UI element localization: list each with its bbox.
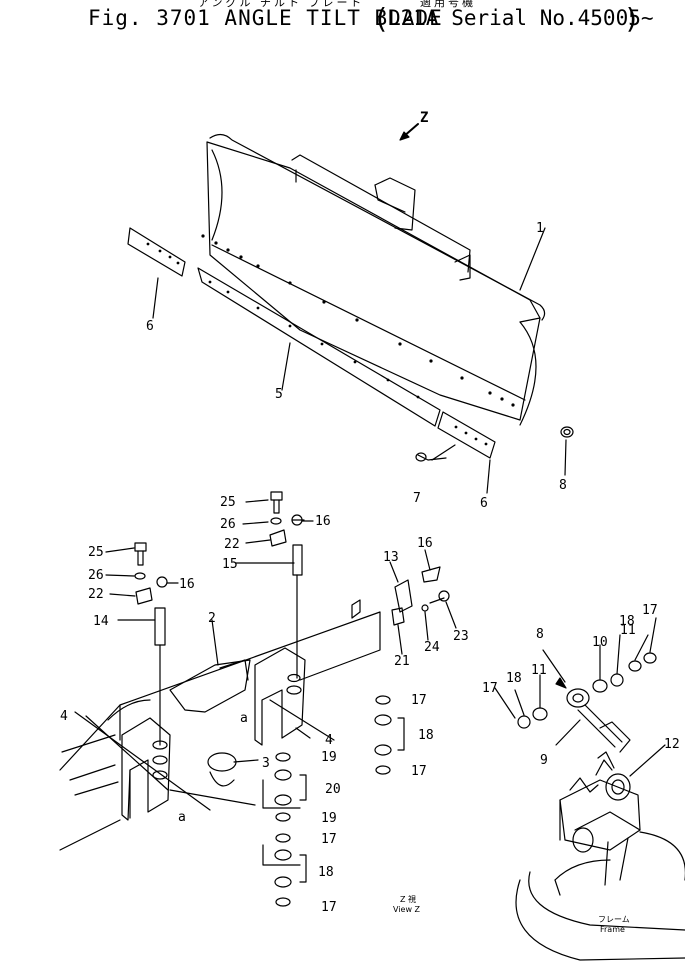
callout-18-d: 18 [619, 614, 635, 629]
callout-26-upper: 26 [220, 517, 236, 532]
callout-labels: 1 2 3 4 4 5 6 6 7 8 8 9 10 11 11 12 13 1… [60, 110, 680, 915]
frame-caption-en: Frame [600, 925, 625, 934]
callout-19-b: 19 [321, 811, 337, 826]
callout-25-lower: 25 [88, 545, 104, 560]
callout-7: 7 [413, 491, 421, 506]
callout-22-upper: 22 [224, 537, 240, 552]
callout-25-upper: 25 [220, 495, 236, 510]
callout-17-c: 17 [321, 832, 337, 847]
left-paren: ( [376, 2, 387, 35]
callout-23: 23 [453, 629, 469, 644]
view-z-arrow [399, 123, 419, 141]
callout-15: 15 [222, 557, 238, 572]
callout-18-b: 18 [318, 865, 334, 880]
view-z-caption-en: View Z [393, 905, 421, 914]
right-paren: ) [626, 2, 637, 35]
callout-6-left: 6 [146, 319, 154, 334]
katakana-title: アングル チルト ブレード [198, 0, 365, 9]
callout-24: 24 [424, 640, 440, 655]
callout-a-2: a [178, 810, 186, 825]
blade-assembly [127, 133, 574, 494]
view-z-caption-jp: Z 視 [400, 895, 416, 904]
view-z-letter: Z [420, 110, 428, 126]
callout-1: 1 [536, 221, 544, 236]
callout-18-c: 18 [506, 671, 522, 686]
applicable-machine-label: 適用号機 [420, 0, 476, 9]
callout-12: 12 [664, 737, 680, 752]
callout-9: 9 [540, 753, 548, 768]
captions: Z 視 View Z フレーム Frame [393, 895, 630, 934]
callout-11-lower: 11 [531, 663, 547, 678]
callout-2: 2 [208, 611, 216, 626]
callout-16-upper: 16 [315, 514, 331, 529]
callout-18-a: 18 [418, 728, 434, 743]
callout-17-f: 17 [642, 603, 658, 618]
callout-14: 14 [93, 614, 109, 629]
figure-header: アングル チルト ブレード 適用号機 Fig. 3701 ANGLE TILT … [0, 0, 685, 40]
frame-bracket-assembly [59, 491, 457, 907]
callout-22-lower: 22 [88, 587, 104, 602]
callout-4-right: 4 [325, 733, 333, 748]
callout-8: 8 [559, 478, 567, 493]
callout-13: 13 [383, 550, 399, 565]
callout-20: 20 [325, 782, 341, 797]
serial-range: D21A Serial No.45005∼ [388, 6, 654, 30]
callout-17-b: 17 [411, 764, 427, 779]
callout-10: 10 [592, 635, 608, 650]
tilt-link-assembly [494, 617, 685, 961]
callout-16-right: 16 [417, 536, 433, 551]
callout-26-lower: 26 [88, 568, 104, 583]
callout-8-link: 8 [536, 627, 544, 642]
callout-4-left: 4 [60, 709, 68, 724]
frame-caption-jp: フレーム [598, 915, 630, 924]
callout-11-upper: 11 [620, 623, 636, 638]
callout-21: 21 [394, 654, 410, 669]
callout-a-1: a [240, 711, 248, 726]
callout-19-a: 19 [321, 750, 337, 765]
callout-6-right: 6 [480, 496, 488, 511]
callout-17-d: 17 [321, 900, 337, 915]
callout-3: 3 [262, 756, 270, 771]
callout-5: 5 [275, 387, 283, 402]
callout-17-e: 17 [482, 681, 498, 696]
figure-title: Fig. 3701 ANGLE TILT BLADE [88, 6, 443, 30]
callout-17-a: 17 [411, 693, 427, 708]
callout-16-lower: 16 [179, 577, 195, 592]
